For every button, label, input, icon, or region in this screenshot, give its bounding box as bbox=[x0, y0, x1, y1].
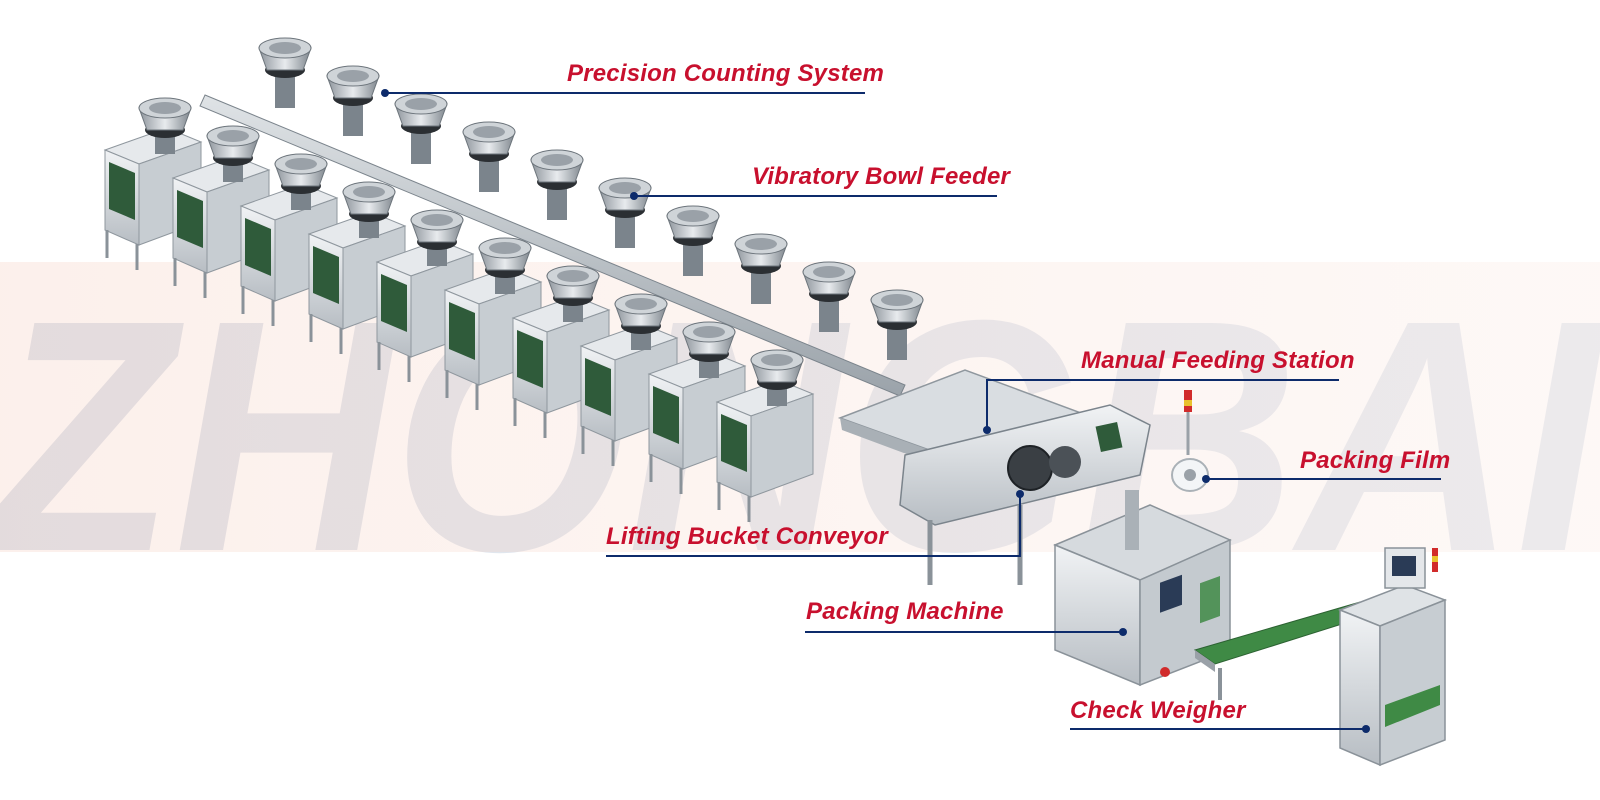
callout-leaders bbox=[385, 92, 1441, 730]
cabinet-panel bbox=[517, 330, 543, 388]
bowl-center bbox=[541, 154, 573, 166]
label-check-weigher: Check Weigher bbox=[1070, 697, 1246, 724]
callout-dots bbox=[381, 89, 1370, 733]
bowl-center bbox=[813, 266, 845, 278]
cabinet-panel bbox=[313, 246, 339, 304]
label-packing-machine: Packing Machine bbox=[806, 598, 1004, 625]
check-weigher-side bbox=[1379, 598, 1446, 767]
conveyor-screen bbox=[1095, 421, 1123, 453]
leader-manual bbox=[986, 379, 1339, 430]
check-weigher-screen bbox=[1392, 556, 1416, 576]
check-weigher-belt bbox=[1385, 685, 1440, 727]
leader-lifting bbox=[606, 494, 1021, 557]
bowl-center bbox=[761, 354, 793, 366]
bowl-center bbox=[609, 182, 641, 194]
label-packing-film: Packing Film bbox=[1300, 447, 1451, 474]
cabinet-panel bbox=[653, 386, 679, 444]
packing-machine-window bbox=[1200, 575, 1220, 624]
bowl-center bbox=[677, 210, 709, 222]
label-vibratory-bowl-feeder: Vibratory Bowl Feeder bbox=[752, 163, 1011, 190]
cabinet-side bbox=[750, 393, 814, 498]
bowl-center bbox=[881, 294, 913, 306]
vibratory-feeder-line bbox=[103, 37, 924, 522]
bowl-center bbox=[625, 298, 657, 310]
check-weigher-front bbox=[1339, 608, 1381, 767]
bowl-center bbox=[745, 238, 777, 250]
cabinet-panel bbox=[721, 414, 747, 472]
bowl-stand bbox=[479, 152, 499, 192]
bowl-center bbox=[285, 158, 317, 170]
cabinet-panel bbox=[449, 302, 475, 360]
bowl-stand bbox=[819, 292, 839, 332]
bowl-center bbox=[421, 214, 453, 226]
bowl-stand bbox=[887, 320, 907, 360]
bowl-center bbox=[269, 42, 301, 54]
label-lifting-bucket-conveyor: Lifting Bucket Conveyor bbox=[606, 523, 888, 550]
emergency-stop bbox=[1160, 667, 1170, 677]
bowl-center bbox=[405, 98, 437, 110]
cabinet-panel bbox=[109, 162, 135, 220]
bowl-stand bbox=[343, 96, 363, 136]
cabinet-panel bbox=[381, 274, 407, 332]
downstream-equipment bbox=[837, 369, 1448, 767]
bowl-stand bbox=[275, 68, 295, 108]
bowl-stand bbox=[547, 180, 567, 220]
packing-machine-feed-tube bbox=[1125, 490, 1139, 550]
bowl-stand bbox=[751, 264, 771, 304]
label-precision-counting-system: Precision Counting System bbox=[567, 60, 885, 87]
bowl-center bbox=[337, 70, 369, 82]
packing-machine-screen bbox=[1160, 574, 1182, 613]
bowl-center bbox=[473, 126, 505, 138]
cabinet-panel bbox=[177, 190, 203, 248]
bowl-center bbox=[557, 270, 589, 282]
bowl-stand bbox=[411, 124, 431, 164]
bowl-center bbox=[149, 102, 181, 114]
bowl-center bbox=[217, 130, 249, 142]
conveyor-motor bbox=[1007, 445, 1053, 491]
bowl-center bbox=[693, 326, 725, 338]
bowl-center bbox=[489, 242, 521, 254]
label-manual-feeding-station: Manual Feeding Station bbox=[1081, 347, 1355, 374]
cabinet-panel bbox=[245, 218, 271, 276]
bowl-stand bbox=[615, 208, 635, 248]
bowl-stand bbox=[683, 236, 703, 276]
cabinet-panel bbox=[585, 358, 611, 416]
bowl-center bbox=[353, 186, 385, 198]
